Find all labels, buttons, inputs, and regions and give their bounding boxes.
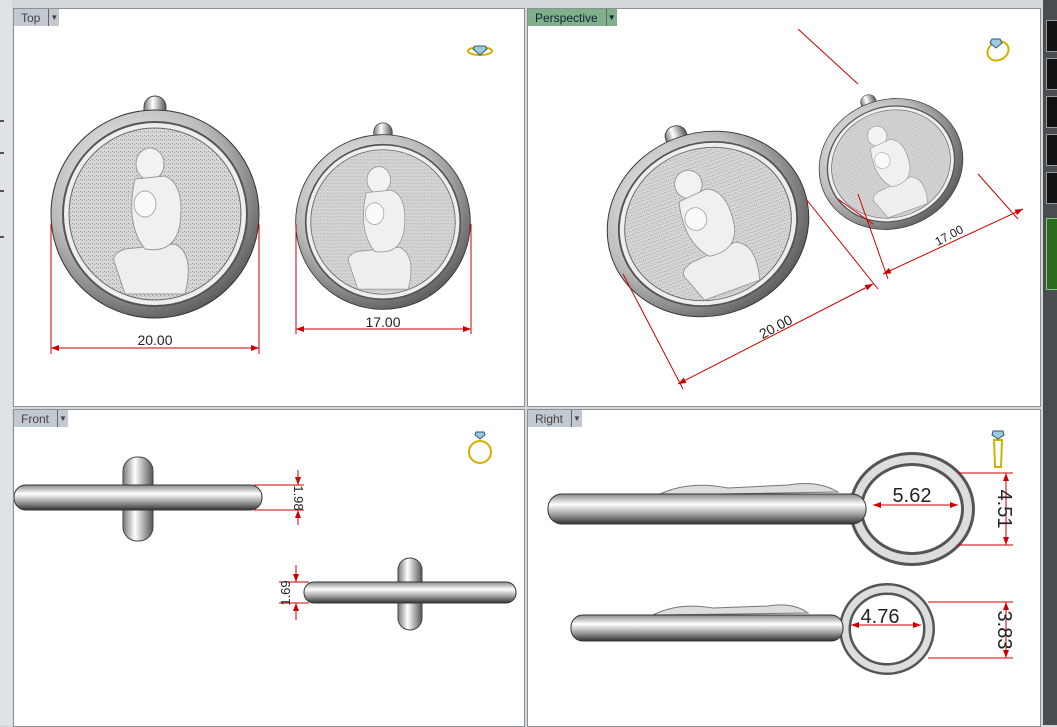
viewport-tab-top[interactable]: Top ▼ (14, 9, 60, 26)
toolbar-tick (0, 152, 4, 154)
ring-gizmo-icon (468, 431, 492, 464)
viewport-tab-perspective[interactable]: Perspective ▼ (528, 9, 617, 26)
panel-color-swatch[interactable] (1046, 218, 1057, 290)
left-toolbar-strip (0, 0, 12, 725)
toolbar-tick (0, 190, 4, 192)
viewport-title: Top (21, 10, 41, 25)
dimension-label: 17.00 (933, 222, 966, 249)
dimension-label: 17.00 (365, 314, 400, 330)
perspective-view-scene: 20.00 17.00 (575, 28, 1024, 390)
pendant-large-side (14, 456, 263, 542)
pendant-large (575, 90, 837, 346)
right-side-panel (1043, 0, 1057, 725)
pendant-small-side (570, 583, 935, 675)
dimension-lines (254, 470, 309, 620)
ring-gizmo-icon (467, 45, 493, 56)
top-view-scene: 20.00 17.00 (50, 45, 493, 354)
dropdown-arrow-icon[interactable]: ▼ (57, 410, 68, 427)
dropdown-arrow-icon[interactable]: ▼ (48, 9, 59, 26)
dimension-label: 3.83 (993, 611, 1015, 650)
viewport-right[interactable]: Right ▼ 5.62 4.51 4.76 3.83 (527, 409, 1041, 727)
dimension-lines (851, 472, 1013, 659)
viewport-title: Perspective (535, 10, 598, 25)
dimension-label: 4.76 (861, 606, 900, 628)
dropdown-arrow-icon[interactable]: ▼ (571, 410, 582, 427)
dimension-label: 20.00 (137, 332, 172, 348)
dimension-label: 5.62 (893, 485, 932, 507)
pendant-small-side (303, 557, 517, 631)
panel-thumbnail-button[interactable] (1046, 58, 1057, 90)
viewport-perspective[interactable]: Perspective ▼ 20.00 17.00 (527, 8, 1041, 407)
pendant-large (50, 95, 260, 319)
dimension-label: 1.69 (278, 580, 293, 605)
ring-gizmo-icon (991, 430, 1005, 468)
dimension-label: 1.98 (291, 485, 306, 510)
panel-thumbnail-button[interactable] (1046, 172, 1057, 204)
ring-gizmo-icon (986, 38, 1010, 62)
panel-thumbnail-button[interactable] (1046, 20, 1057, 52)
viewport-title: Right (535, 411, 564, 426)
viewport-tab-right[interactable]: Right ▼ (528, 410, 583, 427)
dimension-label: 4.51 (993, 490, 1015, 529)
dimension-label: 20.00 (756, 311, 795, 342)
pendant-small (294, 122, 472, 311)
toolbar-tick (0, 236, 4, 238)
pendant-large-side (547, 452, 975, 566)
dimension-lines (622, 28, 1024, 390)
viewport-front[interactable]: Front ▼ 1.98 1.69 (13, 409, 525, 727)
toolbar-tick (0, 120, 4, 122)
viewport-top[interactable]: Top ▼ 20.00 17.00 (13, 8, 525, 407)
panel-thumbnail-button[interactable] (1046, 134, 1057, 166)
right-view-scene: 5.62 4.51 4.76 3.83 (547, 430, 1015, 675)
front-view-scene: 1.98 1.69 (14, 431, 517, 631)
viewport-tab-front[interactable]: Front ▼ (14, 410, 69, 427)
viewport-title: Front (21, 411, 50, 426)
panel-thumbnail-button[interactable] (1046, 96, 1057, 128)
dropdown-arrow-icon[interactable]: ▼ (605, 9, 617, 26)
dimension-lines (50, 224, 472, 354)
